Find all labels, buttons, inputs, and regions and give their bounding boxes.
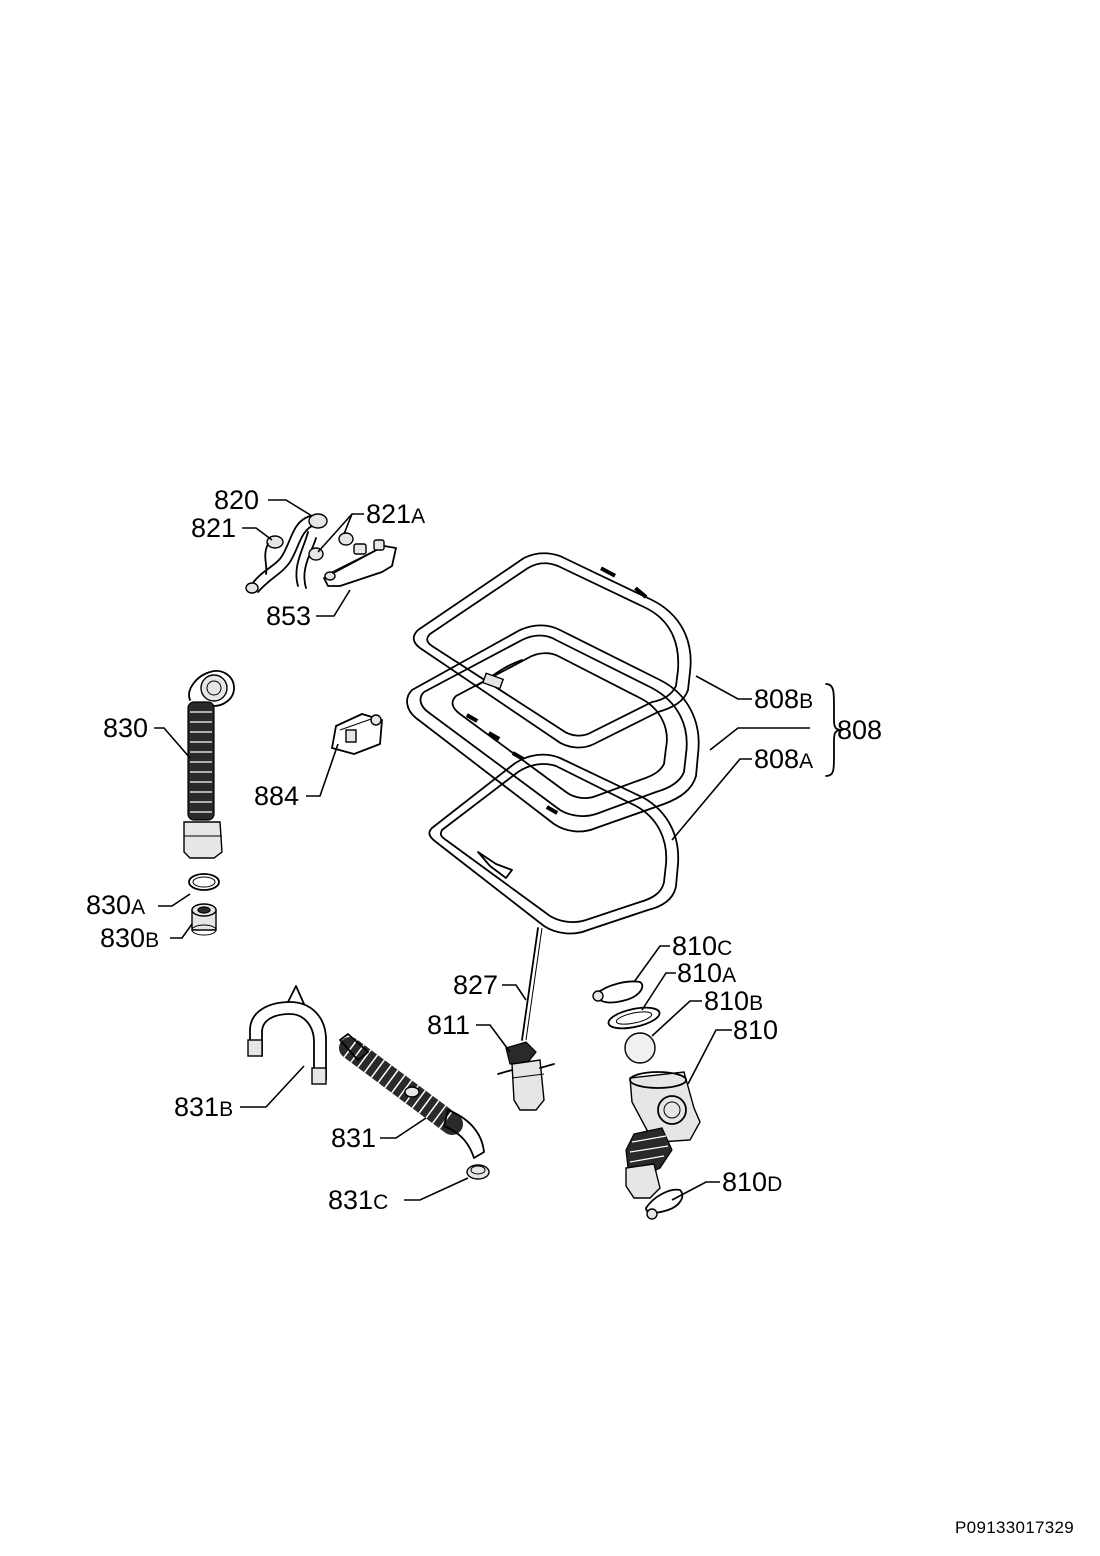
part-830b-nut [191, 903, 217, 936]
callout-810b: 810B [704, 986, 763, 1016]
part-827-rod [521, 927, 543, 1041]
part-830a-o-ring [188, 873, 220, 891]
callout-831b: 831B [174, 1092, 233, 1122]
callout-831c: 831C [328, 1185, 388, 1215]
callout-853: 853 [266, 601, 311, 631]
part-810c-cap [592, 980, 644, 1004]
callout-884: 884 [254, 781, 299, 811]
leader-lines [154, 499, 810, 1201]
part-831b-hook [247, 985, 327, 1085]
part-811-valve [497, 1041, 555, 1111]
callout-821a: 821A [366, 499, 425, 529]
part-884-bracket [331, 713, 383, 755]
part-830-drain-hose [183, 670, 235, 859]
part-810-sump [625, 1071, 701, 1199]
part-853-bracket [323, 539, 397, 587]
callout-810a: 810A [677, 958, 736, 988]
part-810d-cap [645, 1188, 684, 1220]
part-808b-lid-frame [412, 552, 692, 749]
part-808-middle-frame [406, 624, 700, 833]
part-810a-gasket [607, 1006, 661, 1030]
callout-810d: 810D [722, 1167, 782, 1197]
callout-821: 821 [191, 513, 236, 543]
part-808a-gasket [428, 753, 680, 935]
callout-827: 827 [453, 970, 498, 1000]
part-831c-clamp [466, 1164, 490, 1180]
callout-808a: 808A [754, 744, 813, 774]
part-831-hose [339, 1033, 485, 1159]
callout-831: 831 [331, 1123, 376, 1153]
callout-810c: 810C [672, 931, 732, 961]
callout-808: 808 [837, 715, 882, 745]
callout-830a: 830A [86, 890, 145, 920]
part-810b-ball [624, 1032, 656, 1064]
callout-811: 811 [427, 1010, 470, 1040]
callout-810: 810 [733, 1015, 778, 1045]
callout-820: 820 [214, 485, 259, 515]
callout-808b: 808B [754, 684, 813, 714]
document-id: P09133017329 [955, 1518, 1074, 1537]
callout-830b: 830B [100, 923, 159, 953]
group-brace-808 [825, 683, 843, 777]
part-820-821-hoses [245, 513, 328, 594]
callout-830: 830 [103, 713, 148, 743]
